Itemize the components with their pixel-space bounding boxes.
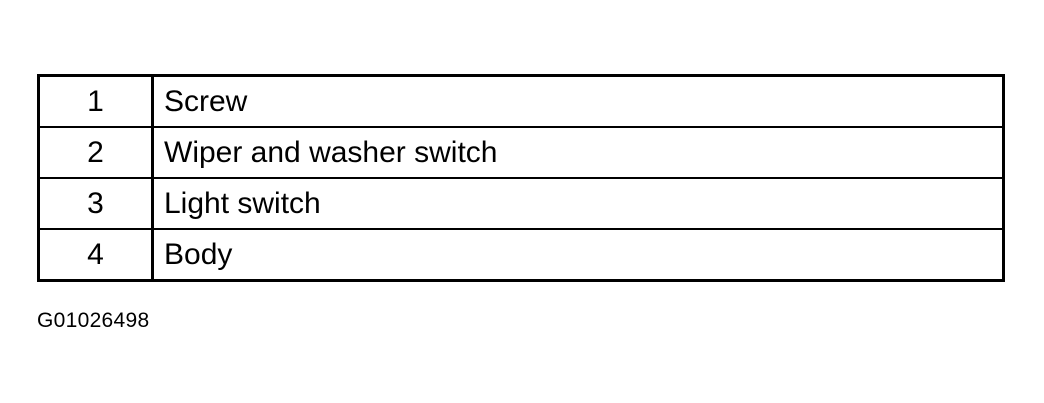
table-row: 1 Screw bbox=[37, 74, 1005, 128]
table-row: 3 Light switch bbox=[37, 177, 1005, 230]
figure-id: G01026498 bbox=[37, 309, 150, 332]
item-label: Light switch bbox=[151, 177, 1005, 230]
item-number: 3 bbox=[37, 177, 154, 230]
item-label: Wiper and washer switch bbox=[151, 126, 1005, 179]
table-row: 2 Wiper and washer switch bbox=[37, 126, 1005, 179]
item-label: Body bbox=[151, 228, 1005, 282]
item-number: 4 bbox=[37, 228, 154, 282]
table-row: 4 Body bbox=[37, 228, 1005, 282]
legend-table: 1 Screw 2 Wiper and washer switch 3 Ligh… bbox=[37, 74, 1005, 282]
item-number: 1 bbox=[37, 74, 154, 128]
item-label: Screw bbox=[151, 74, 1005, 128]
item-number: 2 bbox=[37, 126, 154, 179]
